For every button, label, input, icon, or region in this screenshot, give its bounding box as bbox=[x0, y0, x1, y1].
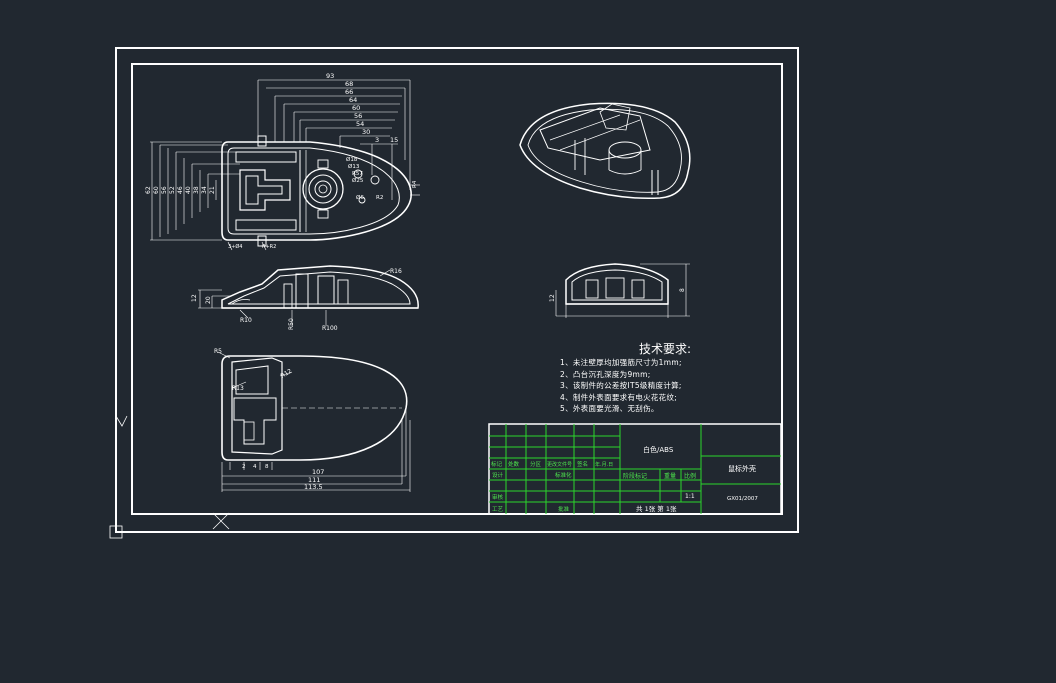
bottom-small-4: 4 bbox=[253, 464, 257, 470]
tb-row-standard: 标准化 bbox=[555, 471, 572, 479]
dim-3: 3 bbox=[375, 136, 379, 144]
front-view: 12 8 bbox=[549, 263, 690, 318]
tb-hdr-5: 年.月.日 bbox=[595, 461, 613, 468]
dim-66: 66 bbox=[345, 88, 353, 96]
tech-item: 2、凸台沉孔深度为9mm; bbox=[560, 369, 651, 379]
tb-hdr-0: 标记 bbox=[491, 460, 503, 468]
bottom-dim-111: 111 bbox=[308, 476, 320, 484]
front-dim-12: 12 bbox=[549, 294, 556, 302]
side-view: R16 R50 R100 R10 12 20 bbox=[191, 265, 419, 332]
tb-scale: 1:1 bbox=[685, 493, 695, 500]
top-view: 93 68 66 64 60 56 54 30 3 15 62 60 56 52… bbox=[145, 72, 420, 251]
side-dim-20: 20 bbox=[205, 296, 212, 304]
dim-v-46: 46 bbox=[177, 186, 184, 194]
bottom-dim-107: 107 bbox=[312, 468, 324, 476]
tb-row-approve: 批准 bbox=[558, 505, 570, 513]
dim-30: 30 bbox=[362, 128, 370, 136]
tb-hdr-1: 处数 bbox=[508, 460, 520, 468]
callout-d25: Ø25 bbox=[352, 177, 364, 184]
tb-part-name: 鼠标外壳 bbox=[728, 464, 756, 473]
side-r50: R50 bbox=[288, 318, 295, 330]
bottom-r5: R5 bbox=[214, 348, 222, 355]
side-r10: R10 bbox=[240, 317, 252, 324]
bottom-small-8: 8 bbox=[265, 464, 269, 470]
tech-item: 1、未注壁厚均加强筋尺寸为1mm; bbox=[560, 358, 682, 367]
dim-v-21: 21 bbox=[209, 186, 216, 194]
tb-hdr-2: 分区 bbox=[530, 460, 542, 468]
tech-requirements: 技术要求: 1、未注壁厚均加强筋尺寸为1mm; 2、凸台沉孔深度为9mm; 3、… bbox=[560, 340, 790, 415]
callout-r2: R2 bbox=[376, 195, 383, 201]
dim-v-62: 62 bbox=[145, 186, 152, 194]
dim-60: 60 bbox=[352, 104, 360, 112]
tech-item: 4、制件外表面要求有电火花花纹; bbox=[560, 392, 678, 402]
dim-15: 15 bbox=[390, 136, 398, 144]
callout-r57: R57 bbox=[352, 171, 363, 177]
side-dim-12: 12 bbox=[191, 294, 198, 302]
dim-v-38: 38 bbox=[193, 186, 200, 194]
tb-row-design: 设计 bbox=[492, 471, 504, 479]
callout-d13: Ø13 bbox=[348, 163, 360, 170]
ucs-icon bbox=[109, 415, 128, 539]
tb-weight: 重量 bbox=[664, 472, 676, 480]
tech-item: 3、该制件的公差按IT5级精度计算; bbox=[560, 381, 682, 390]
tb-hdr-3: 更改文件号 bbox=[547, 461, 572, 468]
front-dim-8: 8 bbox=[679, 288, 686, 292]
tb-hdr-4: 签名 bbox=[577, 460, 588, 468]
tb-stage: 阶段标记 bbox=[623, 472, 647, 480]
outer-frame bbox=[115, 47, 799, 533]
side-r16: R16 bbox=[390, 268, 402, 275]
callout-r4: R4 bbox=[412, 180, 418, 188]
dim-v-56: 56 bbox=[161, 186, 168, 194]
bottom-r13: R13 bbox=[232, 385, 244, 392]
dim-v-40: 40 bbox=[185, 186, 192, 194]
tech-requirements-title: 技术要求: bbox=[638, 342, 692, 356]
title-block: 白色/ABS 鼠标外壳 GX01/2007 1:1 共 1张 第 1张 标记 处… bbox=[488, 423, 782, 515]
dim-54: 54 bbox=[356, 120, 364, 128]
tb-drawing-number: GX01/2007 bbox=[727, 496, 758, 502]
tb-row-review: 审核 bbox=[492, 493, 504, 501]
inner-frame bbox=[131, 63, 783, 515]
side-r100: R100 bbox=[322, 325, 338, 332]
dim-64: 64 bbox=[349, 96, 357, 104]
tb-row-process: 工艺 bbox=[492, 506, 504, 513]
cursor-crosshair-icon bbox=[212, 512, 230, 530]
isometric-view bbox=[519, 102, 691, 200]
bottom-small-2: 2 bbox=[242, 464, 246, 470]
tech-item: 5、外表面要光滑、无刮伤。 bbox=[560, 404, 659, 413]
dim-v-52: 52 bbox=[169, 186, 176, 194]
label-radius: R+R2 bbox=[262, 244, 276, 250]
tb-sheet-info: 共 1张 第 1张 bbox=[636, 504, 677, 513]
bottom-dim-113: 113.5 bbox=[304, 483, 323, 491]
callout-d18: Ø18 bbox=[346, 156, 358, 163]
bottom-view: R5 R13 R12 107 111 113.5 2 4 8 bbox=[214, 348, 411, 492]
tb-ratio: 比例 bbox=[684, 472, 696, 480]
callout-d6: Ø6 bbox=[356, 194, 364, 201]
dim-v-60: 60 bbox=[153, 186, 160, 194]
dim-56: 56 bbox=[354, 112, 362, 120]
dim-68: 68 bbox=[345, 80, 353, 88]
dim-93: 93 bbox=[326, 72, 334, 80]
dim-v-34: 34 bbox=[201, 186, 208, 194]
tb-material: 白色/ABS bbox=[643, 445, 674, 454]
label-holes: 3+Ø4 bbox=[228, 243, 243, 250]
